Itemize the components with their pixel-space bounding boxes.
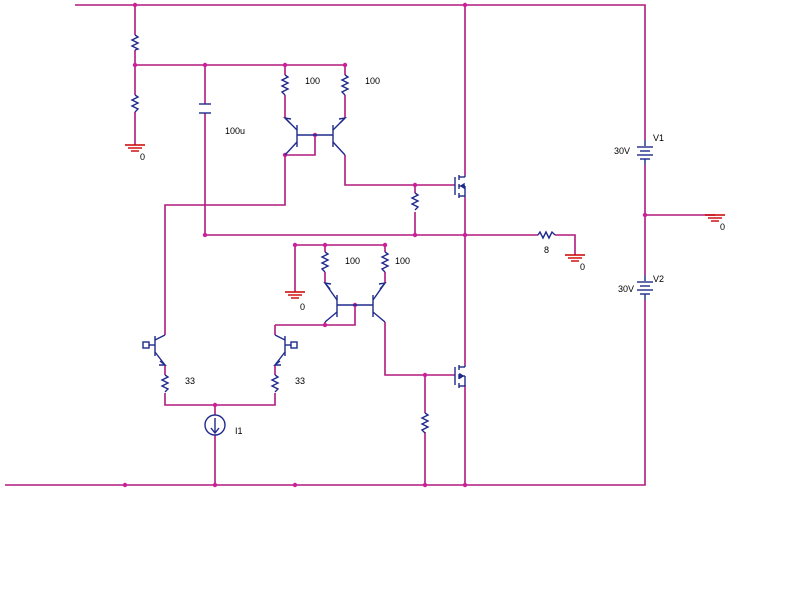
resistor-gate-upper: [410, 192, 420, 211]
resistor-load: [537, 230, 556, 240]
ground-icon-right: [705, 214, 725, 222]
resistor-lower-left: [320, 251, 330, 273]
battery-v2-icon: [637, 275, 653, 300]
label-r-load: 8: [544, 245, 549, 255]
label-r-top1: 100: [305, 76, 320, 86]
resistor-emitter-right: [270, 374, 280, 393]
transistor-diff-right: [273, 334, 298, 366]
labels: 100 100 100u 0 100 100 0 8 0 0 33 33 I1 …: [140, 76, 725, 436]
label-v2-name: V2: [653, 274, 664, 284]
label-r-em2: 33: [295, 376, 305, 386]
resistor-bias-top: [130, 34, 140, 51]
capacitor: [199, 103, 211, 114]
resistor-upper-right: [340, 74, 350, 96]
label-r-top2: 100: [365, 76, 380, 86]
resistor-bias-bottom: [130, 94, 140, 113]
ground-icon-output: [565, 254, 585, 262]
label-gnd-right: 0: [720, 222, 725, 232]
label-v2-value: 30V: [618, 284, 634, 294]
label-gnd-top: 0: [140, 152, 145, 162]
label-v1-name: V1: [653, 133, 664, 143]
label-r-bot2: 100: [395, 256, 410, 266]
mosfet-lower: [454, 365, 466, 388]
label-v1-value: 30V: [614, 146, 630, 156]
battery-v1-icon: [637, 140, 653, 165]
resistor-upper-left: [280, 74, 290, 96]
label-gnd-mid: 0: [300, 302, 305, 312]
transistor-upper-right: [315, 116, 348, 156]
label-i-src: I1: [235, 426, 243, 436]
label-r-bot1: 100: [345, 256, 360, 266]
wires: [5, 4, 715, 486]
transistor-lower-left: [323, 281, 355, 323]
ground-icon-top-left: [125, 144, 145, 152]
label-gnd-out: 0: [580, 262, 585, 272]
current-source-icon: [204, 414, 226, 436]
transistor-diff-left: [142, 334, 167, 366]
junction-dots: [122, 2, 648, 488]
transistor-lower-right: [355, 281, 387, 323]
ground-icon-mid: [285, 291, 305, 299]
label-cap: 100u: [225, 126, 245, 136]
mosfet-upper: [454, 175, 466, 198]
resistor-lower-right: [380, 251, 390, 273]
label-r-em1: 33: [185, 376, 195, 386]
transistor-upper-left: [282, 116, 315, 156]
resistor-gate-lower: [420, 412, 430, 434]
resistor-emitter-left: [160, 374, 170, 393]
